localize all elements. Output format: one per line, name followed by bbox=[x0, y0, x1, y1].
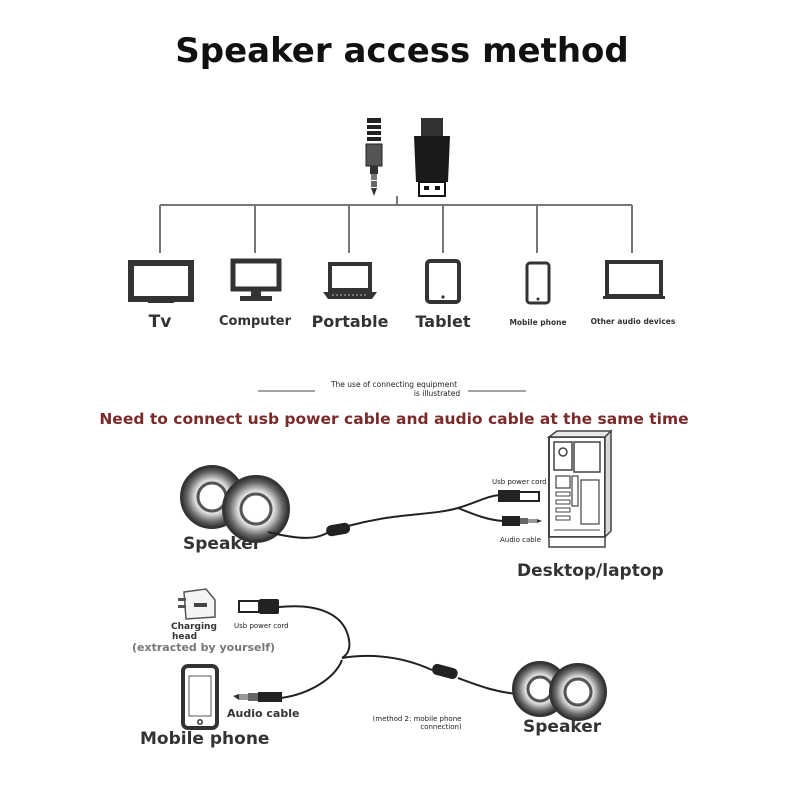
usb-power-cord-label-method1: Usb power cord bbox=[492, 478, 547, 486]
charging-head-icon bbox=[178, 588, 216, 620]
usb-power-cord-label-method2: Usb power cord bbox=[234, 622, 289, 630]
speaker-pair-method2 bbox=[512, 661, 607, 721]
device-label-tv: Tv bbox=[149, 312, 172, 332]
audio-cable-label-method1: Audio cable bbox=[500, 536, 541, 544]
usb-plug-method2-icon bbox=[238, 599, 279, 614]
mobile-phone-label: Mobile phone bbox=[140, 729, 269, 749]
monitor-icon bbox=[230, 258, 282, 301]
method-note-line-2: connection) bbox=[420, 723, 462, 731]
tablet-icon bbox=[425, 259, 461, 304]
page-title: Speaker access method bbox=[175, 31, 628, 71]
illustration-caption: The use of connecting equipment is illus… bbox=[258, 380, 526, 398]
cable-method1 bbox=[267, 494, 504, 539]
mobile-phone-method2-icon bbox=[181, 664, 219, 730]
mobile-phone-icon bbox=[525, 261, 551, 305]
charging-head-note: (extracted by yourself) bbox=[132, 641, 275, 654]
caption-line-1: The use of connecting equipment bbox=[330, 380, 457, 389]
device-label-tablet: Tablet bbox=[415, 312, 470, 331]
cable-method2 bbox=[278, 605, 519, 699]
device-label-computer: Computer bbox=[219, 314, 292, 329]
caption-line-2: is illustrated bbox=[414, 389, 460, 398]
tv-icon bbox=[128, 260, 194, 303]
charging-head-label-line-2: head bbox=[172, 632, 197, 642]
device-label-portable: Portable bbox=[312, 312, 389, 331]
audio-plug-method2-icon bbox=[233, 692, 282, 702]
device-label-mobile-phone: Mobile phone bbox=[509, 318, 566, 327]
inline-control-method1 bbox=[326, 522, 351, 537]
method-note-line-1: (method 2: mobile phone bbox=[373, 715, 462, 723]
desktop-laptop-label: Desktop/laptop bbox=[517, 561, 664, 581]
monitor-laptop-icon bbox=[603, 260, 665, 299]
audio-plug-method1-icon bbox=[502, 516, 542, 526]
audio-cable-label-method2: Audio cable bbox=[227, 707, 299, 720]
device-label-other-audio: Other audio devices bbox=[591, 317, 676, 326]
inline-control-method2 bbox=[432, 663, 458, 680]
usb-plug-icon bbox=[414, 118, 450, 197]
desktop-tower-icon bbox=[546, 429, 613, 548]
speaker-label-method1: Speaker bbox=[183, 534, 262, 554]
usb-plug-method1-icon bbox=[498, 490, 540, 502]
laptop-icon bbox=[323, 262, 377, 299]
speaker-label-method2: Speaker bbox=[523, 717, 602, 737]
charging-head-label-line-1: Charging bbox=[171, 622, 217, 632]
speaker-pair-method1 bbox=[180, 465, 290, 543]
connection-notice: Need to connect usb power cable and audi… bbox=[99, 410, 688, 428]
audio-jack-icon bbox=[365, 118, 383, 196]
connection-tree bbox=[159, 196, 633, 253]
